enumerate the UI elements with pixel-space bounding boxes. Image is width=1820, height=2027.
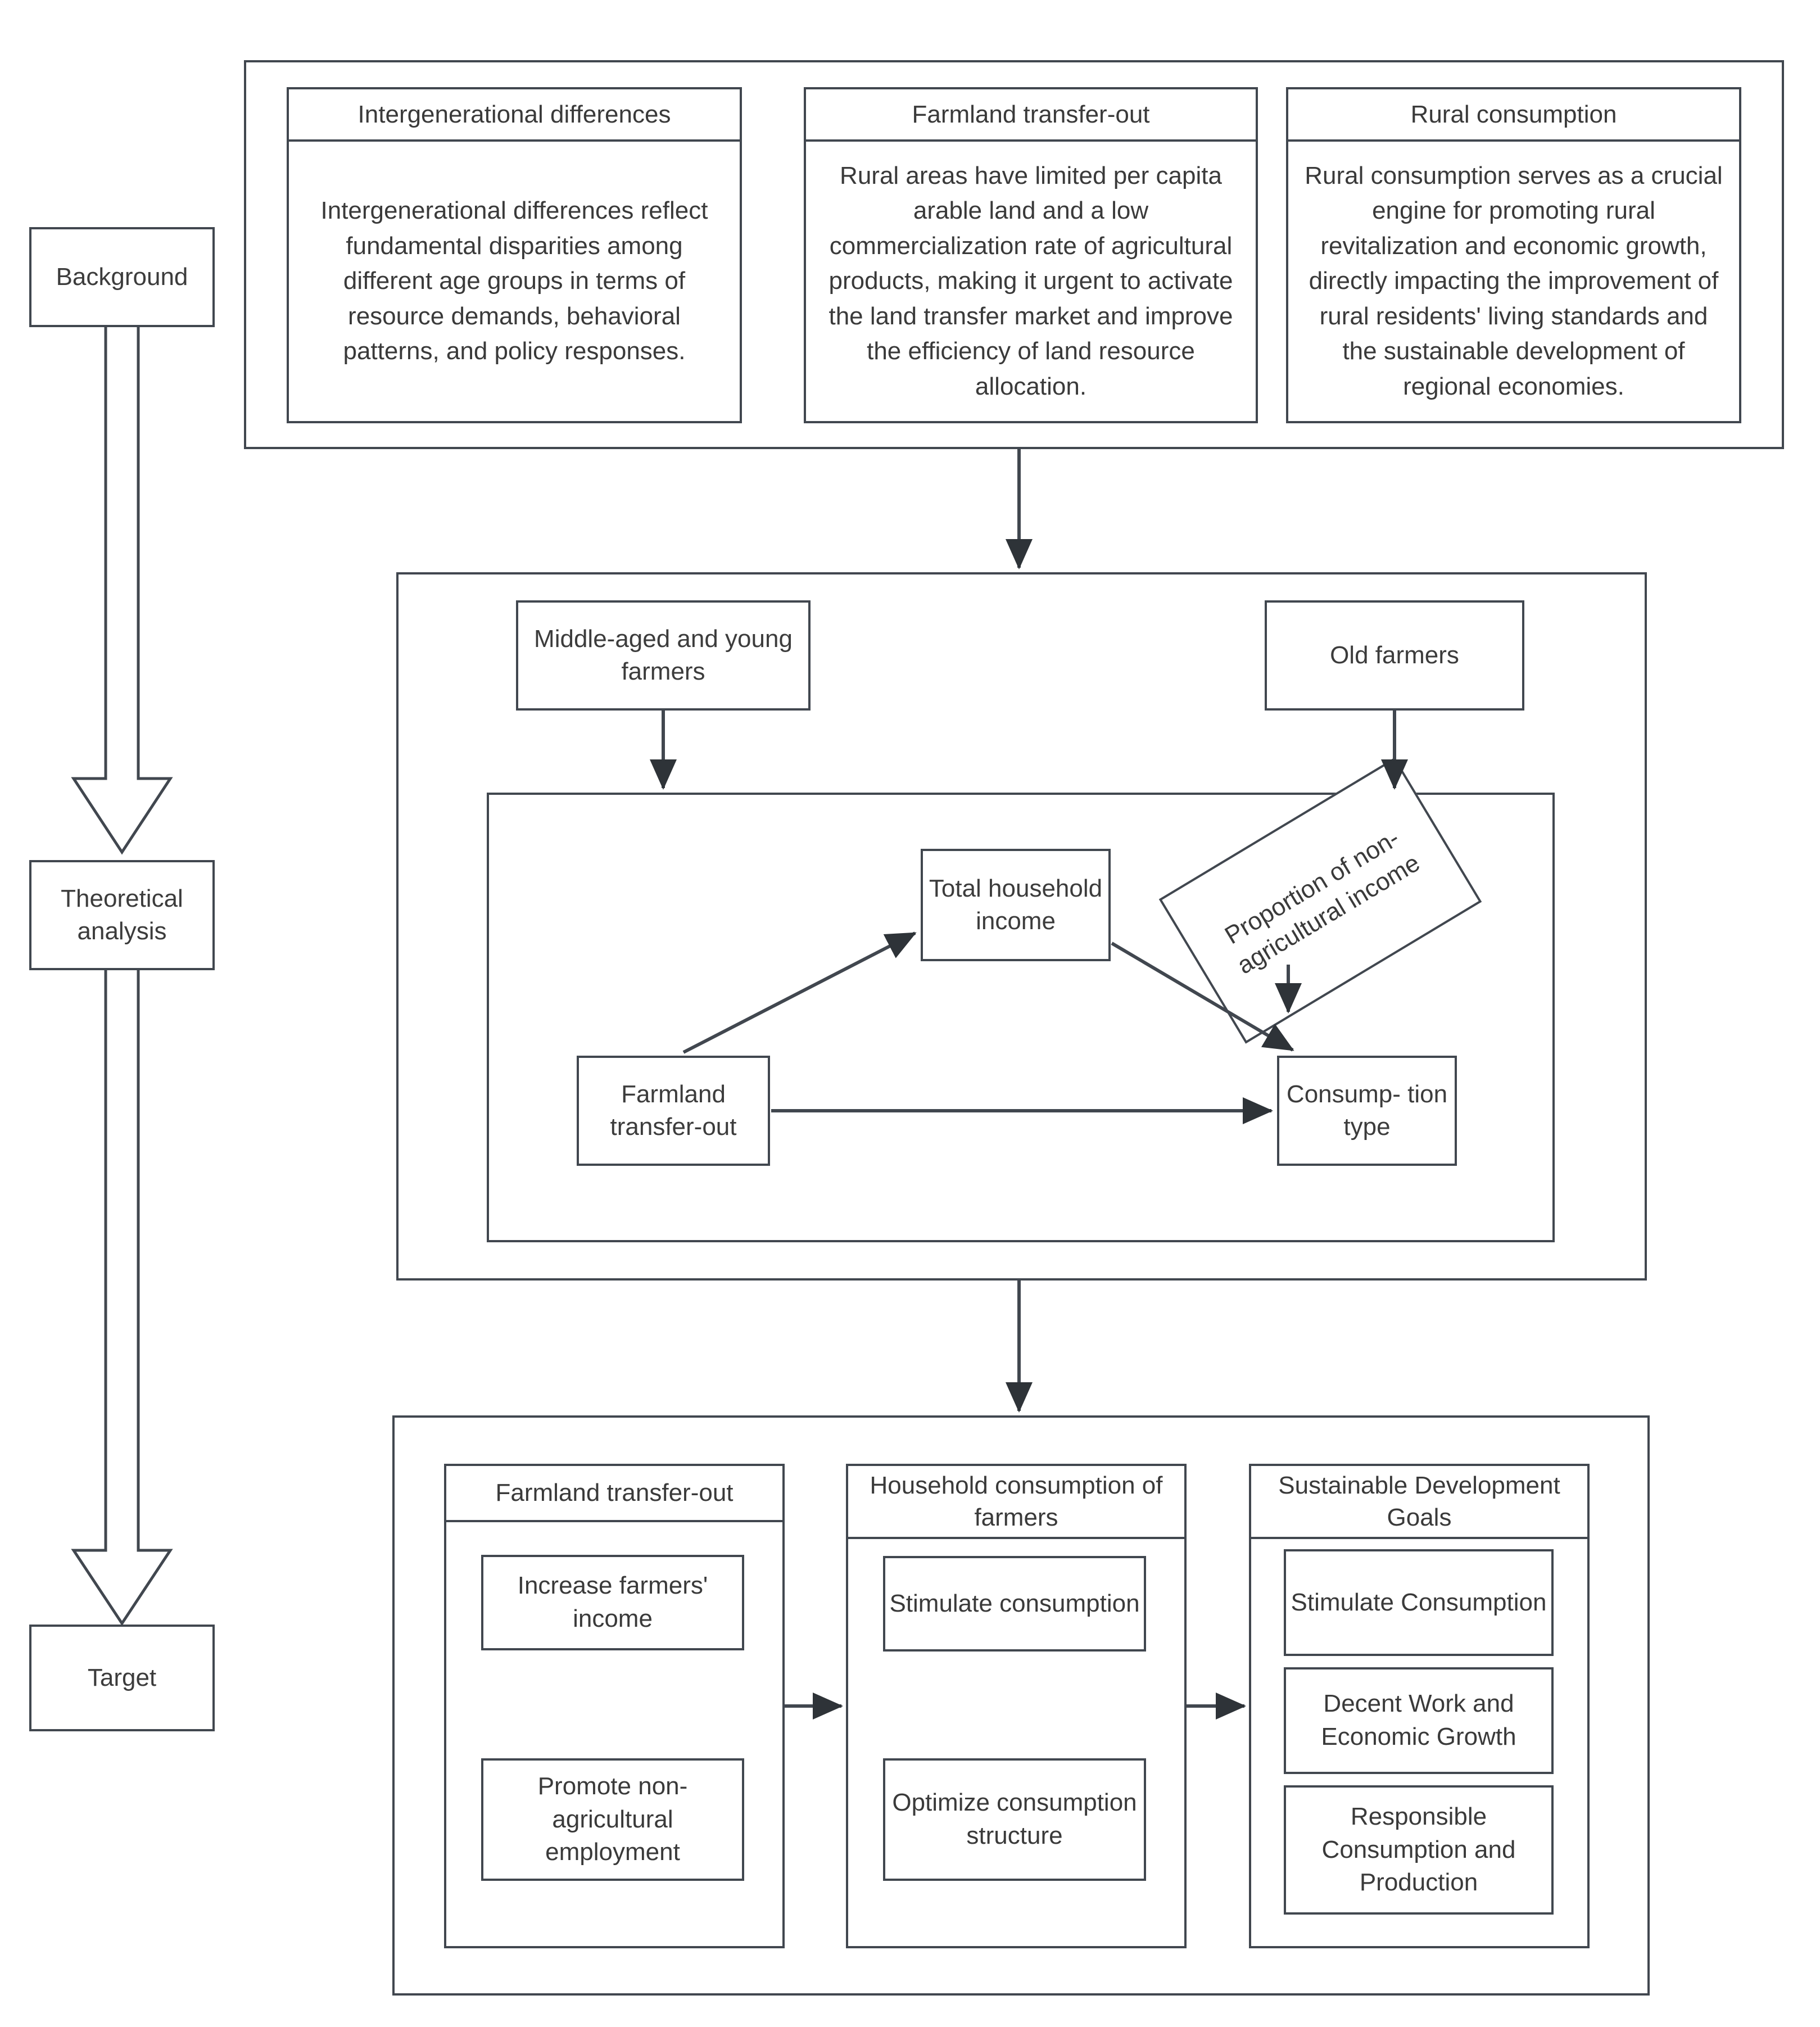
node-label: Total household income bbox=[929, 874, 1103, 935]
target-item: Stimulate consumption bbox=[883, 1556, 1146, 1652]
theory-inner-frame bbox=[487, 793, 1555, 1242]
background-card-body: Rural consumption serves as a crucial en… bbox=[1305, 161, 1723, 400]
stage-label-theoretical-line1: Theoretical bbox=[61, 884, 183, 912]
target-item: Optimize consumption structure bbox=[883, 1758, 1146, 1881]
background-card-rural-consumption: Rural consumption Rural consumption serv… bbox=[1286, 87, 1741, 423]
target-item-label: Decent Work and Economic Growth bbox=[1321, 1690, 1516, 1750]
node-label: Consump- tion type bbox=[1286, 1080, 1448, 1141]
stage-label-theoretical-line2: analysis bbox=[77, 917, 167, 945]
block-arrow-theory-to-target bbox=[71, 970, 173, 1626]
target-item: Promote non-agricultural employment bbox=[481, 1758, 744, 1881]
node-label: Middle-aged and young farmers bbox=[534, 625, 793, 685]
target-item-label: Stimulate consumption bbox=[889, 1589, 1140, 1617]
stage-box-background: Background bbox=[29, 227, 215, 327]
stage-label-target: Target bbox=[87, 1663, 157, 1691]
stage-label-background: Background bbox=[56, 263, 188, 291]
target-item-label: Promote non-agricultural employment bbox=[537, 1772, 688, 1866]
target-item: Responsible Consumption and Production bbox=[1284, 1785, 1554, 1915]
node-consumption-type: Consump- tion type bbox=[1277, 1056, 1457, 1166]
target-column-household-consumption: Household consumption of farmers Stimula… bbox=[846, 1464, 1187, 1948]
background-card-body: Intergenerational differences reflect fu… bbox=[320, 197, 708, 365]
block-arrow-background-to-theory bbox=[71, 327, 173, 855]
node-farmland-transfer-out: Farmland transfer-out bbox=[577, 1056, 770, 1166]
background-card-title: Farmland transfer-out bbox=[806, 89, 1256, 142]
node-label: Old farmers bbox=[1330, 641, 1459, 669]
target-panel-frame bbox=[392, 1415, 1650, 1996]
background-card-intergenerational-differences: Intergenerational differences Intergener… bbox=[287, 87, 742, 423]
node-label: Farmland transfer-out bbox=[610, 1080, 737, 1141]
node-old-farmers: Old farmers bbox=[1265, 600, 1524, 711]
target-item-label: Responsible Consumption and Production bbox=[1321, 1802, 1516, 1897]
background-card-farmland-transfer-out: Farmland transfer-out Rural areas have l… bbox=[804, 87, 1258, 423]
theory-panel-frame bbox=[396, 572, 1647, 1281]
target-item-label: Stimulate Consumption bbox=[1291, 1588, 1547, 1616]
background-card-title: Rural consumption bbox=[1288, 89, 1739, 142]
target-column-title: Farmland transfer-out bbox=[446, 1466, 782, 1522]
node-middle-aged-young-farmers: Middle-aged and young farmers bbox=[516, 600, 811, 711]
target-column-farmland-transfer-out: Farmland transfer-out Increase farmers' … bbox=[444, 1464, 785, 1948]
stage-box-target: Target bbox=[29, 1625, 215, 1731]
target-item: Decent Work and Economic Growth bbox=[1284, 1667, 1554, 1774]
background-card-title: Intergenerational differences bbox=[289, 89, 740, 142]
target-column-title: Household consumption of farmers bbox=[848, 1466, 1184, 1539]
background-card-body: Rural areas have limited per capita arab… bbox=[828, 161, 1233, 400]
stage-box-theoretical-analysis: Theoretical analysis bbox=[29, 860, 215, 970]
target-item: Stimulate Consumption bbox=[1284, 1549, 1554, 1656]
target-column-sustainable-development-goals: Sustainable Development Goals Stimulate … bbox=[1249, 1464, 1590, 1948]
target-column-title: Sustainable Development Goals bbox=[1251, 1466, 1587, 1539]
target-item-label: Increase farmers' income bbox=[517, 1572, 708, 1632]
background-panel-frame bbox=[244, 60, 1784, 449]
target-item-label: Optimize consumption structure bbox=[892, 1789, 1137, 1849]
target-item: Increase farmers' income bbox=[481, 1555, 744, 1650]
node-total-household-income: Total household income bbox=[921, 849, 1111, 961]
